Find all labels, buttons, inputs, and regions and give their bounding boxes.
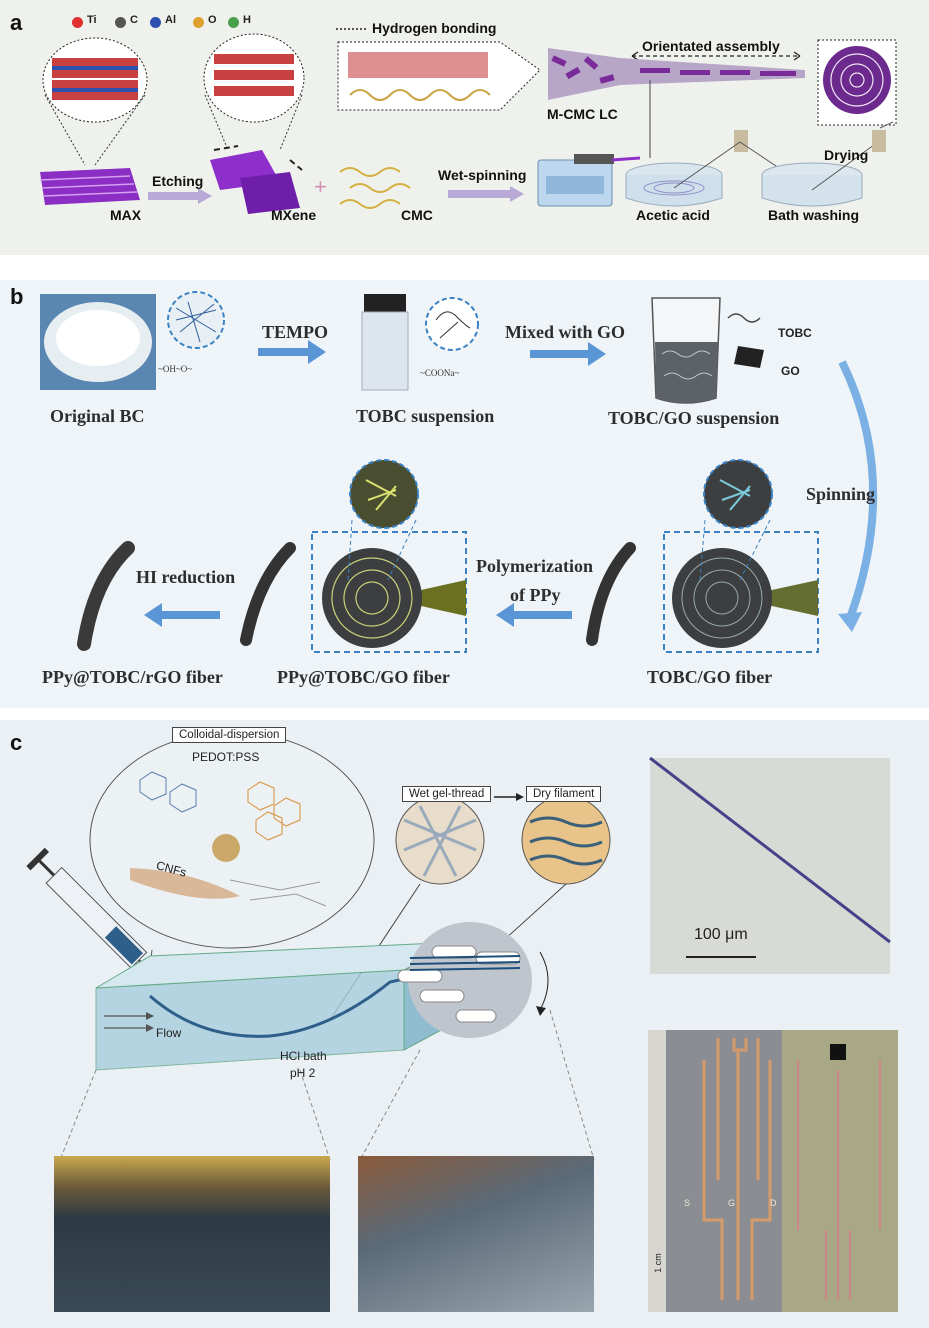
original-bc-label: Original BC [50,406,145,426]
tobc-go-fiber-label: TOBC/GO fiber [647,667,773,687]
tobc-go-suspension-label: TOBC/GO suspension [608,408,780,428]
ruler-unit-label: 1 cm [652,1253,663,1273]
go-legend-label: GO [781,364,800,378]
acetic-acid-label: Acetic acid [636,207,710,223]
mixed-with-go-label: Mixed with GO [505,322,625,342]
fiber-micrograph-image: 100 μm [649,756,891,974]
legend-label-o: O [208,14,217,26]
svg-text:~OH~O~: ~OH~O~ [158,364,192,374]
wet-spinning-label: Wet-spinning [438,167,527,183]
colloidal-dispersion-label: Colloidal-dispersion [172,727,287,743]
spinning-label: Spinning [806,484,876,504]
cmc-label: CMC [401,207,433,223]
hydrogen-bonding-label: Hydrogen bonding [372,20,497,36]
drying-label: Drying [824,147,869,163]
etching-label: Etching [152,173,204,189]
panel-b-illustration: ~OH~O~ ~COONa~ [40,291,878,653]
electrode-photo: S G D 1 cm [648,1030,898,1312]
electrode-g-label: G [728,1198,736,1208]
max-label: MAX [110,207,142,223]
legend-dot-al [150,17,161,28]
svg-text:~COONa~: ~COONa~ [420,368,459,378]
legend-label-ti: Ti [87,14,97,26]
ppy-tobc-rgo-fiber-label: PPy@TOBC/rGO fiber [42,667,223,687]
mcmc-lc-label: M-CMC LC [547,106,618,122]
tobc-legend-label: TOBC [778,326,812,340]
panel-a: a Ti C Al O H Hydrogen bonding Orientated as… [0,0,929,255]
hcl-bath-label: HCl bath [280,1049,327,1063]
legend-label-c: C [130,14,138,26]
ppy-tobc-go-fiber-label: PPy@TOBC/GO fiber [277,667,450,687]
electrode-s-label: S [684,1198,691,1208]
panel-a-label: a [10,10,23,35]
bath-photo [54,1156,330,1312]
ruler [648,1030,666,1312]
panel-c-label: c [10,730,23,755]
tobc-suspension-label: TOBC suspension [356,406,495,426]
ph-label: pH 2 [290,1066,316,1080]
panel-a-illustration: + [39,33,897,214]
dotted-line-icon [336,28,368,30]
wet-gel-thread-label: Wet gel-thread [402,786,492,802]
legend-dot-c [115,17,126,28]
hi-reduction-label: HI reduction [136,567,236,587]
polymerization-label-2: of PPy [510,585,561,605]
bath-washing-label: Bath washing [768,207,860,223]
assembly-arrow-icon [631,51,801,61]
dry-filament-label: Dry filament [526,786,602,802]
svg-text:+: + [314,174,327,199]
legend-label-al: Al [165,14,176,26]
panel-b: b ~OH~O~ ~COONa~ [0,280,929,708]
panel-c: c [0,720,929,1328]
scale-bar-label: 100 μm [694,926,748,943]
panel-c-illustration [26,731,611,1161]
flow-label: Flow [156,1026,182,1040]
fiber-line [649,756,891,958]
orientated-assembly-label: Orientated assembly [642,38,780,54]
pedot-pss-label: PEDOT:PSS [192,750,260,764]
legend-dot-ti [72,17,83,28]
polymerization-label-1: Polymerization [476,556,593,576]
tempo-label: TEMPO [262,322,328,342]
panel-b-label: b [10,284,24,309]
legend-dot-o [193,17,204,28]
electrode-traces [702,1030,898,1312]
reel-photo [358,1156,594,1312]
electrode-d-label: D [770,1198,777,1208]
legend-dot-h [228,17,239,28]
legend-label-h: H [243,14,251,26]
mxene-label: MXene [271,207,317,223]
